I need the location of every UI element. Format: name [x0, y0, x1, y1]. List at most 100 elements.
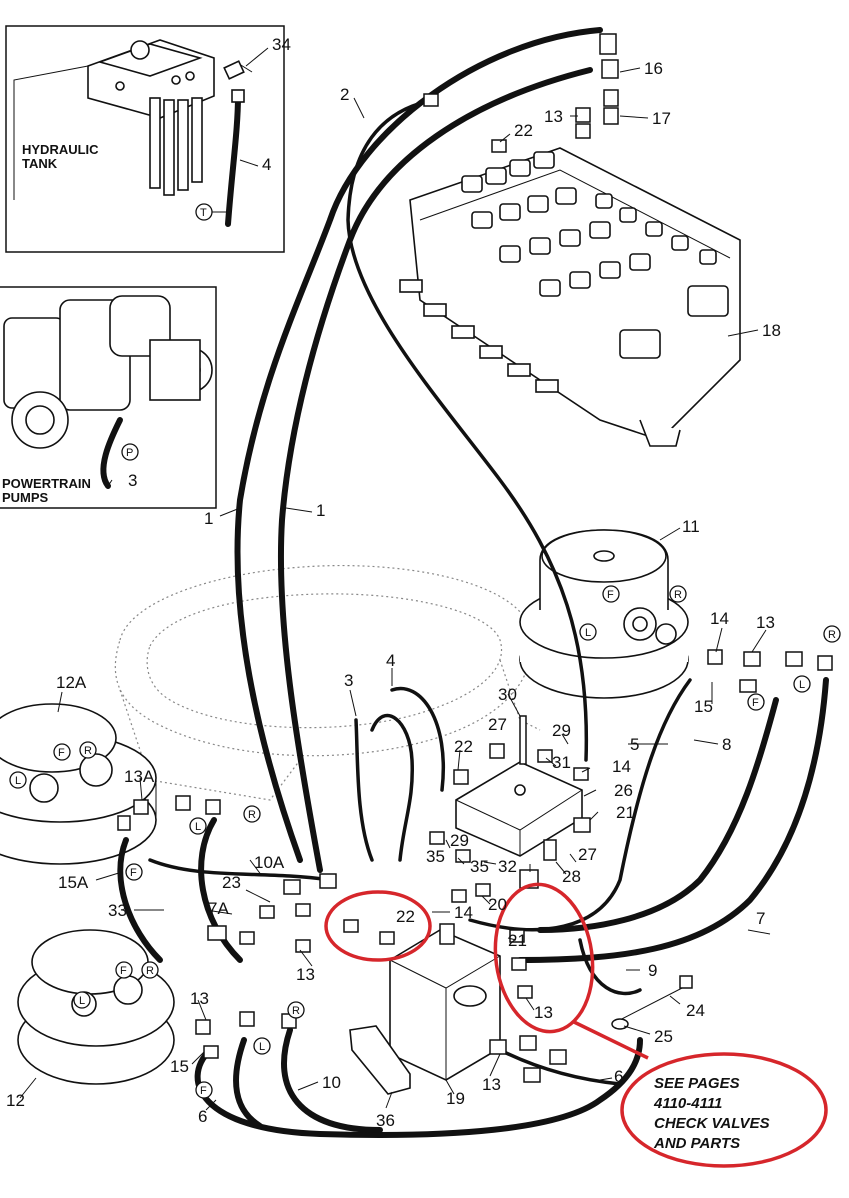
port-f-12-lower: F	[200, 1085, 207, 1097]
callout-16: 16	[644, 59, 663, 78]
callout-1-left: 1	[204, 509, 213, 528]
callout-26: 26	[614, 781, 633, 800]
pumps-port-label: P	[126, 447, 133, 459]
port-l-12: L	[79, 995, 85, 1007]
fittings	[117, 33, 833, 1083]
callout-12: 12	[6, 1091, 25, 1110]
callout-13-highlight: 13	[534, 1003, 553, 1022]
control-valve-assembly	[399, 147, 741, 447]
hydraulic-tank-inset: HYDRAULIC TANK T	[5, 25, 285, 253]
callout-3-mid: 3	[344, 671, 353, 690]
callout-33: 33	[108, 901, 127, 920]
port-l-12a-right: L	[195, 821, 201, 833]
bracket-36	[349, 1025, 411, 1095]
hose-lines	[117, 27, 829, 1138]
port-l-right: L	[799, 679, 805, 691]
port-l-12-right: L	[259, 1041, 265, 1053]
callout-13-lower: 13	[296, 965, 315, 984]
highlight-marks	[324, 882, 828, 1168]
port-r-12a-right: R	[248, 809, 256, 821]
note-line4: AND PARTS	[653, 1135, 740, 1152]
pumps-title-line2: PUMPS	[2, 490, 49, 505]
port-l-motor11: L	[585, 627, 591, 639]
port-r-12: R	[146, 965, 154, 977]
callout-25: 25	[654, 1027, 673, 1046]
manifold-26	[455, 761, 583, 857]
port-r-right: R	[828, 629, 836, 641]
port-f-motor11: F	[607, 589, 614, 601]
port-markers: F R L R F L F R L R L F F R L R L F	[9, 585, 841, 1099]
port-r-motor11: R	[674, 589, 682, 601]
callout-21-top: 21	[616, 803, 635, 822]
callout-3-pumps: 3	[128, 471, 137, 490]
tank-outline-dotted	[114, 564, 541, 801]
see-pages-note: SEE PAGES 4110-4111 CHECK VALVES AND PAR…	[653, 1075, 770, 1152]
callout-13-right: 13	[756, 613, 775, 632]
callout-6-right: 6	[614, 1067, 623, 1086]
leader-lines	[19, 47, 771, 1111]
tank-title-line2: TANK	[22, 156, 58, 171]
callout-31: 31	[552, 753, 571, 772]
callout-7-a: 7	[756, 909, 765, 928]
callout-21-highlight: 21	[508, 931, 527, 950]
callout-34: 34	[272, 35, 291, 54]
port-f-12: F	[120, 965, 127, 977]
highlight-check-valve-21	[493, 882, 595, 1034]
callout-29-mid: 29	[450, 831, 469, 850]
callout-14-mid: 14	[612, 757, 631, 776]
port-r-12-right: R	[292, 1005, 300, 1017]
callout-15-lower: 15	[170, 1057, 189, 1076]
callout-4-mid: 4	[386, 651, 395, 670]
callout-14-lower: 14	[454, 903, 473, 922]
port-f-12a: F	[58, 747, 65, 759]
callout-13a: 13A	[124, 767, 155, 786]
callout-28: 28	[562, 867, 581, 886]
motor-12	[17, 929, 175, 1085]
callout-15-right: 15	[694, 697, 713, 716]
callout-22-mid: 22	[454, 737, 473, 756]
callout-10: 10	[322, 1073, 341, 1092]
callout-7a: 7A	[208, 899, 229, 918]
callout-13-motor12: 13	[190, 989, 209, 1008]
port-l-12a: L	[15, 775, 21, 787]
pumps-port-marker	[121, 443, 139, 461]
note-outline	[620, 1052, 828, 1168]
callout-30: 30	[498, 685, 517, 704]
callout-1-right: 1	[316, 501, 325, 520]
callout-23: 23	[222, 873, 241, 892]
callout-35-right: 35	[470, 857, 489, 876]
port-f-right: F	[752, 697, 759, 709]
port-f-12a-lower: F	[130, 867, 137, 879]
valve-block-19	[389, 929, 501, 1081]
callout-2: 2	[340, 85, 349, 104]
tank-title-line1: HYDRAULIC	[22, 142, 99, 157]
motor-12a	[0, 703, 157, 865]
callout-13-top: 13	[544, 107, 563, 126]
callout-17: 17	[652, 109, 671, 128]
callout-32: 32	[498, 857, 517, 876]
port-r-12a: R	[84, 745, 92, 757]
callout-27-top: 27	[488, 715, 507, 734]
callout-22-top: 22	[514, 121, 533, 140]
callout-36: 36	[376, 1111, 395, 1130]
callout-13-bottom: 13	[482, 1075, 501, 1094]
callout-15a: 15A	[58, 873, 89, 892]
powertrain-pumps-inset: P POWERTRAIN PUMPS	[0, 286, 217, 509]
callout-labels: 34 16 2 13 17 22 4 18 3 1 1 11 14 13 12A…	[6, 35, 781, 1130]
callout-35-left: 35	[426, 847, 445, 866]
callout-29-top: 29	[552, 721, 571, 740]
note-line3: CHECK VALVES	[654, 1115, 770, 1132]
callout-8: 8	[722, 735, 731, 754]
callout-9: 9	[648, 961, 657, 980]
callout-24: 24	[686, 1001, 705, 1020]
callout-10a: 10A	[254, 853, 285, 872]
highlight-pointer	[573, 1020, 649, 1060]
callout-5: 5	[630, 735, 639, 754]
callout-22-highlight: 22	[396, 907, 415, 926]
callout-20: 20	[488, 895, 507, 914]
callout-14-right: 14	[710, 609, 729, 628]
callout-6-left: 6	[198, 1107, 207, 1126]
callout-12a: 12A	[56, 673, 87, 692]
callout-27-mid: 27	[578, 845, 597, 864]
